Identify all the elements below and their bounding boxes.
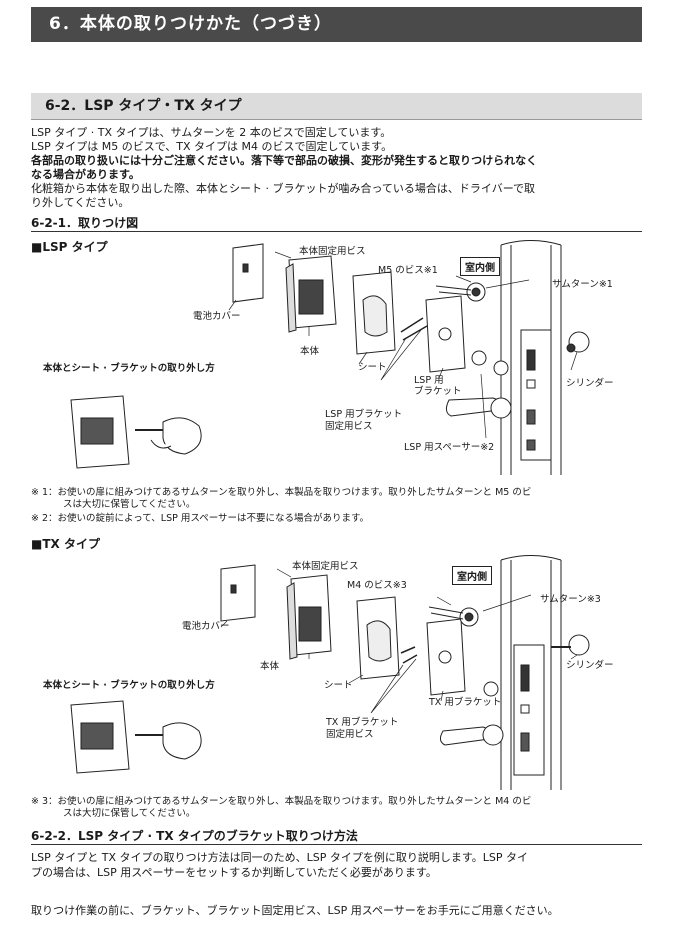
tx-label-thumbturn: サムターン※3 <box>540 594 601 605</box>
lsp-label-spacer: LSP 用スペーサー※2 <box>404 442 495 453</box>
tx-label-sheet: シート <box>324 680 353 691</box>
lsp-label-battery-cover: 電池カバー <box>193 311 241 322</box>
lsp-label-m5-screw: M5 のビス※1 <box>378 265 438 276</box>
section-rule <box>31 231 642 232</box>
tx-label-bracket-screw-2: 固定用ビス <box>326 729 374 740</box>
intro-line-1: LSP タイプ · TX タイプは、サムターンを 2 本のビスで固定しています。 <box>31 126 392 139</box>
lsp-label-indoor: 室内側 <box>460 257 500 276</box>
tx-label-indoor: 室内側 <box>452 566 492 585</box>
lsp-label-body-screw: 本体固定用ビス <box>299 246 366 257</box>
section-6-2-2-title: 6-2-2．LSP タイプ · TX タイプのブラケット取りつけ方法 <box>31 829 358 843</box>
lsp-label-removal: 本体とシート · ブラケットの取り外し方 <box>43 363 215 374</box>
main-title: 6．本体の取りつけかた（つづき） <box>31 7 642 42</box>
tx-label-bracket-screw-1: TX 用ブラケット <box>326 717 399 728</box>
intro-line-4: り外してください。 <box>31 196 130 209</box>
sub-title: 6-2．LSP タイプ・TX タイプ <box>31 93 642 120</box>
tx-label-battery-cover: 電池カバー <box>182 621 230 632</box>
lsp-label-body: 本体 <box>300 346 320 357</box>
lsp-label-cylinder: シリンダー <box>566 378 614 389</box>
tx-label-bracket: TX 用ブラケット <box>429 697 502 708</box>
lsp-note-1a: ※ 1：お使いの扉に組みつけてあるサムターンを取り外し、本製品を取りつけます。取… <box>31 487 532 498</box>
tx-exploded-diagram <box>70 555 590 790</box>
lsp-label-sheet: シート <box>358 362 387 373</box>
lsp-note-2: ※ 2：お使いの錠前によって、LSP 用スペーサーは不要になる場合があります。 <box>31 513 370 524</box>
lsp-label-thumbturn: サムターン※1 <box>552 279 613 290</box>
tx-note-3b: スは大切に保管してください。 <box>63 808 196 819</box>
intro-line-3: 化粧箱から本体を取り出した際、本体とシート · ブラケットが噛み合っている場合は… <box>31 182 536 195</box>
lsp-note-1b: スは大切に保管してください。 <box>63 499 196 510</box>
tx-heading: ■TX タイプ <box>31 537 100 551</box>
lsp-label-bracket-screw-1: LSP 用ブラケット <box>325 409 403 420</box>
section-rule-2 <box>31 844 642 845</box>
intro-warning-1: 各部品の取り扱いには十分ご注意ください。落下等で部品の破損、変形が発生すると取り… <box>31 154 538 167</box>
lsp-exploded-diagram <box>70 240 590 475</box>
lsp-label-bracket: LSP 用 ブラケット <box>414 375 462 397</box>
tx-label-m4-screw: M4 のビス※3 <box>347 580 407 591</box>
intro-line-2: LSP タイプは M5 のビスで、TX タイプは M4 のビスで固定しています。 <box>31 140 393 153</box>
tx-label-body-screw: 本体固定用ビス <box>292 561 359 572</box>
lsp-label-bracket-screw-2: 固定用ビス <box>325 421 373 432</box>
lsp-heading: ■LSP タイプ <box>31 240 108 254</box>
tx-label-cylinder: シリンダー <box>566 660 614 671</box>
tx-label-removal: 本体とシート · ブラケットの取り外し方 <box>43 680 215 691</box>
outro-line-1: LSP タイプと TX タイプの取りつけ方法は同一のため、LSP タイプを例に取… <box>31 851 528 864</box>
intro-warning-2: なる場合があります。 <box>31 168 140 181</box>
tx-label-body: 本体 <box>260 661 280 672</box>
outro-line-3: 取りつけ作業の前に、ブラケット、ブラケット固定用ビス、LSP 用スペーサーをお手… <box>31 904 559 917</box>
section-6-2-1-title: 6-2-1．取りつけ図 <box>31 216 139 230</box>
outro-line-2: プの場合は、LSP 用スペーサーをセットするか判断していただく必要があります。 <box>31 866 437 879</box>
tx-note-3a: ※ 3：お使いの扉に組みつけてあるサムターンを取り外し、本製品を取りつけます。取… <box>31 796 532 807</box>
